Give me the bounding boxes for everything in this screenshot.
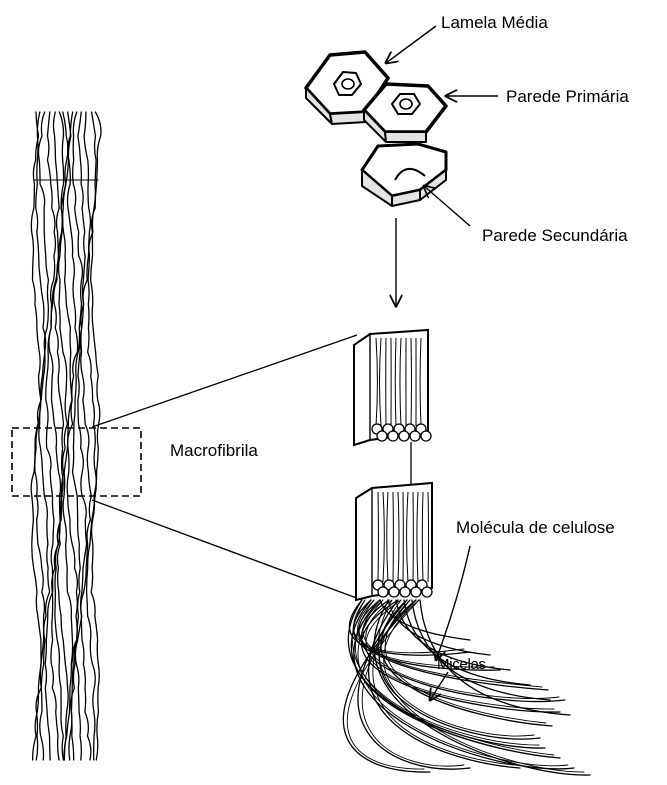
wood-fiber-strands: [31, 112, 101, 760]
fibril-end-circle: [378, 587, 388, 597]
zoom-line-upper: [92, 335, 357, 427]
block-fibril-line: [428, 492, 429, 582]
label-parede-primaria: Parede Primária: [506, 87, 629, 107]
arrow-molecula-celulose: [436, 546, 470, 660]
fibril-end-circle: [389, 587, 399, 597]
macrofibril-block-upper: [354, 330, 431, 445]
label-macrofibrila: Macrofibrila: [170, 441, 258, 461]
fiber-strand: [45, 112, 55, 760]
cellulose-microfibril-strands: [343, 600, 590, 775]
fibril-end-circle: [421, 431, 431, 441]
cellulose-strand: [358, 600, 470, 769]
arrow-parede-secundaria: [424, 186, 470, 226]
label-molecula-celulose: Molécula de celulose: [456, 518, 615, 538]
fibril-end-circle: [399, 431, 409, 441]
fibril-end-circle: [388, 431, 398, 441]
fiber-strand: [75, 112, 86, 760]
fiber-strand: [38, 112, 49, 760]
label-lamela-media: Lamela Média: [441, 13, 548, 33]
fibril-end-circle: [422, 587, 432, 597]
cellulose-strand: [358, 600, 568, 766]
zoom-line-lower: [92, 500, 362, 600]
fibril-end-circle: [411, 587, 421, 597]
fibril-end-circle: [400, 587, 410, 597]
fibril-end-circle: [410, 431, 420, 441]
cell-wall-hexagons: [306, 52, 446, 206]
label-micelas: Micelas: [437, 655, 486, 675]
label-parede-secundaria: Parede Secundária: [482, 226, 628, 246]
fibril-end-circle: [377, 431, 387, 441]
arrow-lamela-media: [386, 26, 436, 63]
macrofibril-block-lower: [356, 483, 432, 600]
